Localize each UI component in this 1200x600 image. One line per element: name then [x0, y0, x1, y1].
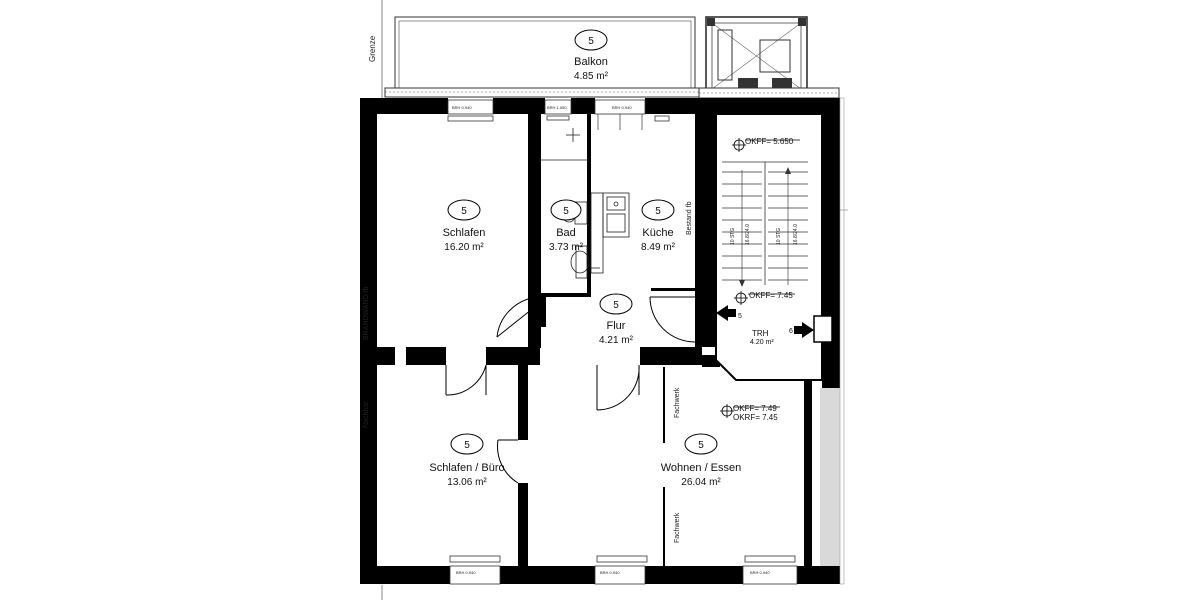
okff-wohnen: OKFF= 7.49	[733, 404, 777, 413]
trh-badge-num: 6	[789, 328, 793, 335]
wohnen-badge	[684, 433, 718, 455]
level-markers	[720, 138, 800, 418]
bad-badge-num: 5	[563, 206, 569, 217]
wohnen-area: 26.04 m²	[681, 477, 721, 488]
bad-name: Bad	[556, 227, 576, 239]
schlafen-badge	[447, 199, 481, 221]
okff-top: OKFF= 5.650	[745, 137, 794, 146]
buero-badge	[450, 433, 484, 455]
flur-name: Flur	[607, 320, 626, 332]
trh-area: 4.20 m²	[750, 339, 774, 346]
flur-badge	[599, 293, 633, 315]
fachwerk-label-bottom: Fachwerk	[674, 512, 681, 543]
neighbour-strip	[820, 388, 840, 566]
balkon-badge	[574, 29, 608, 51]
schlafen-badge-num: 5	[461, 206, 467, 217]
kueche-area: 8.49 m²	[641, 242, 676, 253]
window-brh-1: BRH 0.940	[452, 105, 472, 110]
balcony	[384, 16, 700, 98]
window-brh-2: BRH 0.940	[456, 570, 476, 575]
flur-area: 4.21 m²	[599, 335, 634, 346]
arrow-right-icon	[802, 322, 814, 338]
fachwerk-label-top: Fachwerk	[674, 387, 681, 418]
okff-mid: OKFF= 7.45	[749, 291, 793, 300]
stairwell: 10 STG 16.8/24.0 10 STG 16.8/24.0 5	[715, 113, 833, 381]
kueche-badge-num: 5	[655, 206, 661, 217]
buero-name: Schlafen / Büro	[429, 462, 504, 474]
arrow-left-icon	[716, 305, 728, 321]
balcony-door	[597, 114, 643, 130]
windows	[447, 99, 798, 585]
landing-number: 5	[738, 313, 742, 320]
brandwand-label: BRANDWAND fb	[363, 286, 370, 340]
buero-area: 13.06 m²	[447, 477, 487, 488]
bad-area: 3.73 m²	[549, 242, 584, 253]
window-brh-4: BRH 0.940	[750, 570, 770, 575]
kueche-name: Küche	[642, 227, 673, 239]
wohnen-badge-num: 5	[698, 440, 704, 451]
trh-name: TRH	[752, 329, 769, 338]
stair-left-dim: 16.8/24.0	[745, 224, 751, 245]
kitchen-ledge	[651, 288, 695, 291]
stair-right-dim: 16.8/24.0	[793, 224, 799, 245]
interior-walls	[377, 114, 812, 566]
wohnen-name: Wohnen / Essen	[661, 462, 742, 474]
lift-shaft	[705, 16, 808, 96]
flur-badge-num: 5	[613, 300, 619, 311]
balkon-area: 4.85 m²	[574, 71, 609, 82]
balkon-badge-num: 5	[588, 36, 594, 47]
okrf-wohnen: OKRF= 7.45	[733, 413, 778, 422]
stair-left-count: 10 STG	[730, 228, 736, 245]
stair-right-count: 10 STG	[776, 228, 782, 245]
grenze-label: Grenze	[368, 35, 377, 62]
doors	[445, 296, 696, 484]
kueche-badge	[641, 199, 675, 221]
window-brh-3: BRH 0.940	[600, 570, 620, 575]
schlafen-area: 16.20 m²	[444, 242, 484, 253]
schlafen-name: Schlafen	[443, 227, 486, 239]
nachbar-label: Nachbar	[363, 401, 370, 428]
bad-badge	[550, 199, 582, 221]
window-brh-bad: BRH 1.050	[547, 105, 567, 110]
window-brh-kueche: BRH 0.940	[612, 105, 632, 110]
buero-badge-num: 5	[464, 440, 470, 451]
balkon-name: Balkon	[574, 56, 608, 68]
bestand-label: Bestand fb	[686, 201, 693, 235]
